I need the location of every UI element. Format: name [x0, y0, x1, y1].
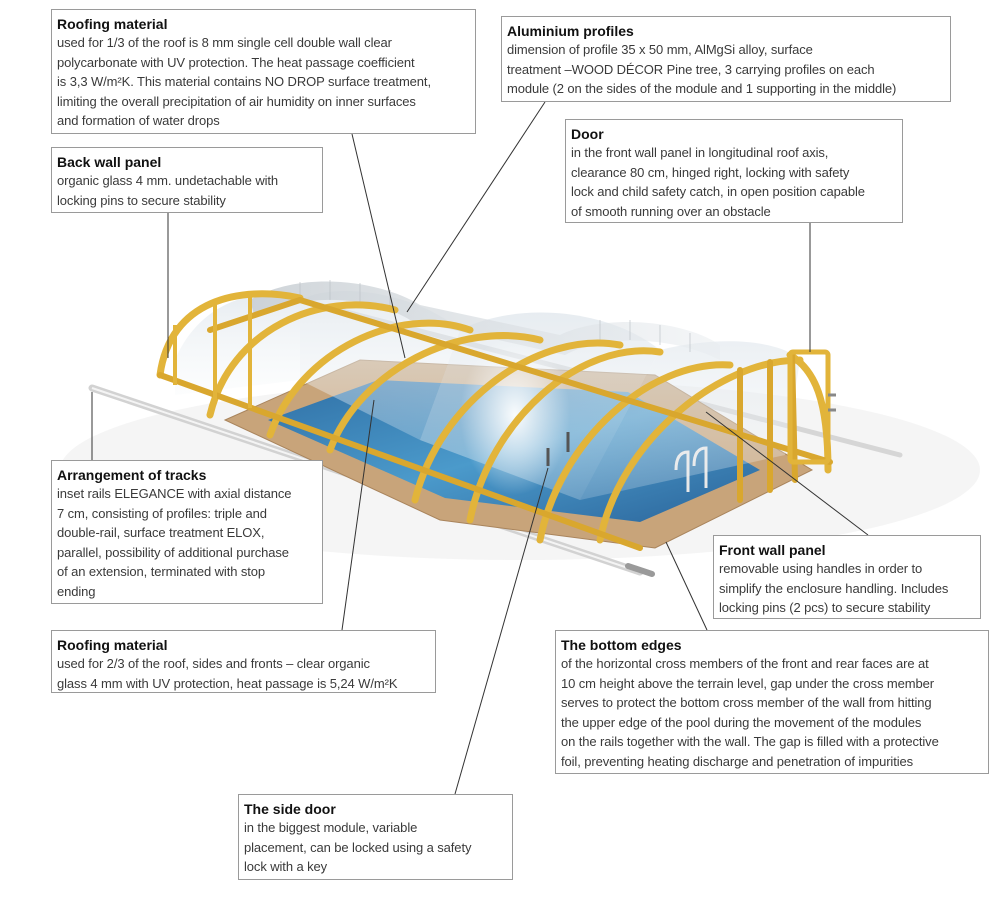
- annotation-title: Door: [571, 126, 604, 142]
- annotation-title: Back wall panel: [57, 154, 162, 170]
- annotation-title: Arrangement of tracks: [57, 467, 207, 483]
- annotation-back-wall-panel: Back wall panel organic glass 4 mm. unde…: [51, 147, 323, 213]
- front-door-frame: [787, 349, 836, 465]
- annotation-line: used for 1/3 of the roof is 8 mm single …: [57, 35, 392, 50]
- annotation-bottom-edges: The bottom edges of the horizontal cross…: [555, 630, 989, 774]
- annotation-line: polycarbonate with UV protection. The he…: [57, 54, 415, 70]
- annotation-line: limiting the overall precipitation of ai…: [57, 93, 416, 109]
- annotation-title: Aluminium profiles: [507, 23, 634, 39]
- annotation-line: serves to protect the bottom cross membe…: [561, 695, 932, 710]
- annotation-line: glass 4 mm with UV protection, heat pass…: [57, 675, 398, 691]
- annotation-line: inset rails ELEGANCE with axial distance: [57, 486, 292, 501]
- annotation-line: treatment –WOOD DÉCOR Pine tree, 3 carry…: [507, 61, 875, 77]
- annotation-front-wall-panel: Front wall panel removable using handles…: [713, 535, 981, 619]
- annotation-line: in the biggest module, variable: [244, 820, 418, 835]
- annotation-door: Door in the front wall panel in longitud…: [565, 119, 903, 223]
- annotation-roofing-material-1-3: Roofing material used for 1/3 of the roo…: [51, 9, 476, 134]
- annotation-line: on the rails together with the wall. The…: [561, 734, 939, 749]
- annotation-line: is 3,3 W/m²K. This material contains NO …: [57, 74, 431, 89]
- annotation-line: and formation of water drops: [57, 113, 220, 128]
- leader-lines: [91, 101, 869, 795]
- annotation-line: module (2 on the sides of the module and…: [507, 81, 897, 96]
- annotation-line: double-rail, surface treatment ELOX,: [57, 525, 265, 540]
- annotation-line: simplify the enclosure handling. Include…: [719, 580, 949, 596]
- annotation-line: 7 cm, consisting of profiles: triple and: [57, 505, 267, 521]
- annotation-line: 10 cm height above the terrain level, ga…: [561, 675, 934, 691]
- annotation-line: used for 2/3 of the roof, sides and fron…: [57, 656, 370, 671]
- frame-arches: [156, 290, 832, 544]
- annotation-arrangement-of-tracks: Arrangement of tracks inset rails ELEGAN…: [51, 460, 323, 604]
- annotation-line: ending: [57, 583, 96, 599]
- annotation-line: parallel, possibility of additional purc…: [57, 544, 289, 560]
- annotation-line: placement, can be locked using a safety: [244, 839, 472, 855]
- annotation-title: Roofing material: [57, 637, 168, 653]
- annotation-title: The bottom edges: [561, 637, 682, 653]
- annotation-line: dimension of profile 35 x 50 mm, AlMgSi …: [507, 42, 813, 57]
- annotation-line: organic glass 4 mm. undetachable with: [57, 173, 279, 188]
- annotation-line: removable using handles in order to: [719, 561, 923, 576]
- annotation-line: locking pins to secure stability: [57, 192, 226, 208]
- annotation-line: clearance 80 cm, hinged right, locking w…: [571, 164, 850, 180]
- glass-glare: [460, 335, 570, 495]
- side-door-handle: [546, 432, 570, 466]
- annotation-line: locking pins (2 pcs) to secure stability: [719, 600, 931, 615]
- annotation-line: lock with a key: [244, 859, 328, 874]
- annotation-line: of the horizontal cross members of the f…: [561, 656, 929, 671]
- annotation-line: in the front wall panel in longitudinal …: [571, 145, 829, 160]
- annotation-line: the upper edge of the pool during the mo…: [561, 714, 922, 730]
- frame-back-wall: [173, 292, 252, 408]
- annotation-title: Roofing material: [57, 16, 168, 32]
- annotation-aluminium-profiles: Aluminium profiles dimension of profile …: [501, 16, 951, 102]
- annotation-roofing-material-2-3: Roofing material used for 2/3 of the roo…: [51, 630, 436, 693]
- annotation-line: of an extension, terminated with stop: [57, 564, 266, 579]
- annotation-side-door: The side door in the biggest module, var…: [238, 794, 513, 880]
- annotation-title: The side door: [244, 801, 336, 817]
- annotation-title: Front wall panel: [719, 542, 826, 558]
- annotation-line: foil, preventing heating discharge and p…: [561, 753, 914, 769]
- annotation-line: lock and child safety catch, in open pos…: [571, 184, 865, 199]
- annotation-line: of smooth running over an obstacle: [571, 203, 771, 219]
